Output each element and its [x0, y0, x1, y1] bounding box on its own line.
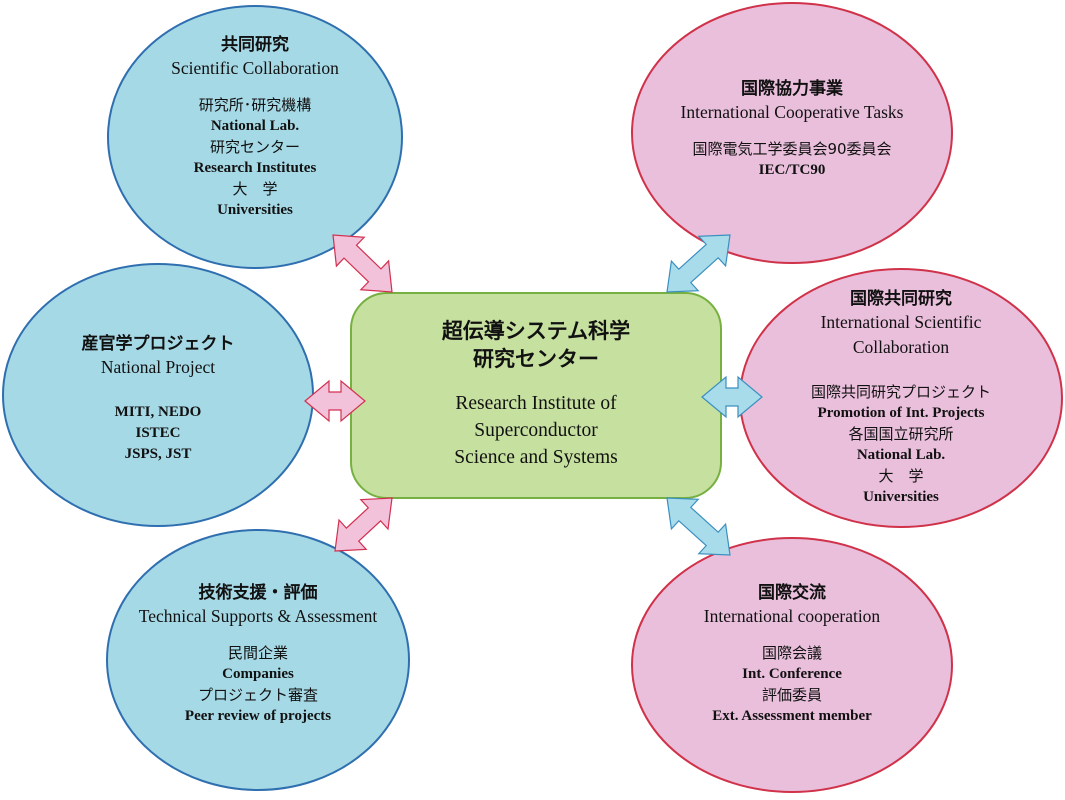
center-title-en-line1: Research Institute of	[455, 393, 617, 414]
node-title-en: International cooperation	[703, 606, 881, 626]
item-en: Peer review of projects	[184, 708, 332, 724]
item-en: National Lab.	[856, 447, 946, 463]
item-jp: 国際共同研究プロジェクト	[810, 383, 991, 401]
item-en: IEC/TC90	[758, 162, 826, 178]
item-en: Promotion of Int. Projects	[817, 405, 985, 421]
item-en: Companies	[222, 666, 294, 682]
item-en: MITI, NEDO	[114, 404, 202, 420]
item-en: Universities	[217, 202, 293, 218]
item-jp: 国際電気工学委員会90委員会	[692, 140, 892, 158]
node-title-en: Scientific Collaboration	[171, 58, 339, 78]
center-label: 超伝導システム科学 研究センター Research Institute of S…	[351, 317, 721, 471]
node-international-cooperative-tasks	[631, 2, 953, 264]
node-title-en-line2: Collaboration	[852, 337, 950, 357]
center-title-jp-line2: 研究センター	[473, 347, 599, 371]
intl-scientific-collaboration-label: 国際共同研究 International Scientific Collabor…	[761, 288, 1041, 508]
node-scientific-collaboration	[107, 5, 403, 269]
item-jp: 大 学	[878, 467, 924, 485]
node-technical-supports	[106, 529, 410, 791]
arrow-technical-center	[334, 497, 393, 552]
national-project-label: 産官学プロジェクト National Project MITI, NEDO IS…	[28, 333, 288, 465]
item-jp: 研究センター	[209, 138, 300, 156]
item-en: JSPS, JST	[124, 446, 192, 462]
item-jp: 評価委員	[761, 686, 822, 704]
center-title-en-line3: Science and Systems	[454, 447, 618, 468]
node-title-en: Technical Supports & Assessment	[138, 606, 378, 626]
arrow-intl-sci-center	[701, 375, 763, 419]
node-international-cooperation	[631, 537, 953, 793]
node-title-en: National Project	[100, 357, 216, 377]
node-title-jp: 国際協力事業	[741, 79, 843, 99]
center-title-en-line2: Superconductor	[474, 420, 598, 441]
item-jp: 各国国立研究所	[848, 425, 954, 443]
technical-supports-label: 技術支援・評価 Technical Supports & Assessment …	[118, 582, 398, 727]
arrow-intl-exchange-center	[666, 497, 731, 556]
item-en: Universities	[863, 489, 939, 505]
arrow-scientific-center	[332, 234, 393, 293]
center-title-jp-line1: 超伝導システム科学	[441, 319, 631, 343]
node-title-jp: 国際交流	[758, 583, 826, 603]
node-title-en-line1: International Scientific	[820, 312, 982, 332]
item-jp: 国際会議	[761, 644, 822, 662]
item-jp: 研究所･研究機構	[198, 96, 312, 114]
item-jp: 民間企業	[227, 644, 288, 662]
intl-cooperative-tasks-label: 国際協力事業 International Cooperative Tasks 国…	[642, 78, 942, 181]
item-en: Ext. Assessment member	[712, 708, 872, 724]
node-title-en: International Cooperative Tasks	[680, 102, 904, 122]
item-en: Research Institutes	[193, 160, 317, 176]
scientific-collaboration-label: 共同研究 Scientific Collaboration 研究所･研究機構 N…	[125, 34, 385, 221]
item-jp: プロジェクト審査	[197, 686, 318, 704]
item-jp: 大 学	[232, 180, 278, 198]
node-title-jp: 共同研究	[221, 35, 289, 55]
arrow-intl-tasks-center	[666, 234, 731, 293]
arrow-national-center	[304, 379, 366, 423]
node-title-jp: 国際共同研究	[850, 289, 952, 309]
item-en: Int. Conference	[742, 666, 842, 682]
item-en: ISTEC	[135, 425, 181, 441]
intl-cooperation-label: 国際交流 International cooperation 国際会議 Int.…	[642, 582, 942, 727]
item-en: National Lab.	[210, 118, 300, 134]
node-title-jp: 産官学プロジェクト	[81, 334, 235, 354]
node-title-jp: 技術支援・評価	[198, 583, 318, 603]
